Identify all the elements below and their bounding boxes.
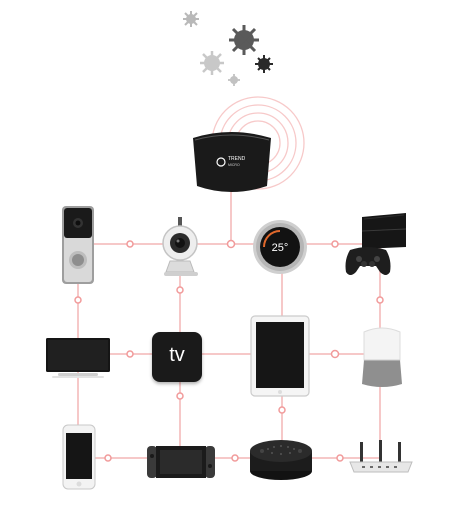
thermostat-icon: 25° — [253, 220, 307, 274]
game-console-icon — [361, 213, 407, 249]
apple-tv-label: tv — [169, 344, 185, 366]
monitor-icon — [46, 338, 110, 378]
virus-icon — [229, 25, 259, 55]
tablet-icon — [250, 315, 310, 397]
doorbell-icon — [62, 206, 94, 284]
router-hub-icon: TREND MICRO — [193, 132, 271, 192]
virus-cluster — [183, 11, 273, 86]
hub-brand-line1: TREND — [228, 156, 246, 162]
echo-speaker-icon — [250, 440, 312, 480]
virus-icon — [228, 74, 240, 86]
link-lines — [77, 190, 381, 459]
smartphone-icon — [62, 424, 96, 490]
gamepad-icon — [345, 247, 391, 275]
hub-brand-line2: MICRO — [228, 163, 240, 167]
apple-tv-icon: tv — [152, 332, 202, 382]
security-camera-icon — [162, 217, 198, 276]
smart-speaker-icon — [362, 327, 402, 387]
wifi-router-icon — [349, 440, 413, 473]
link-nodes — [74, 239, 384, 462]
thermostat-temperature: 25° — [272, 242, 289, 254]
virus-icon — [200, 51, 224, 75]
virus-icon — [255, 55, 273, 73]
virus-icon — [183, 11, 199, 27]
handheld-console-icon — [147, 446, 215, 478]
